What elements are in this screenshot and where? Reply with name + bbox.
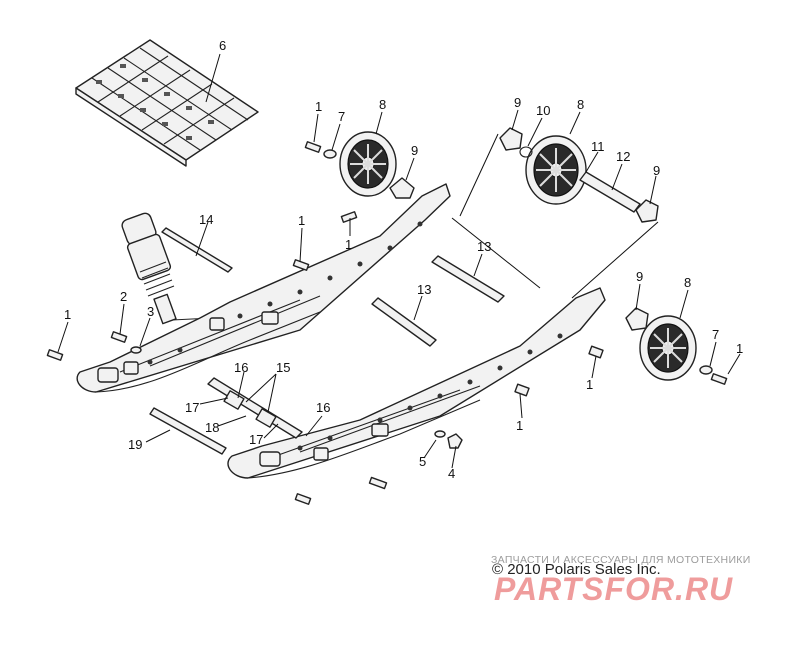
- track-assembly: [75, 39, 259, 167]
- callout: 6: [219, 38, 226, 53]
- callout: 9: [636, 269, 643, 284]
- callout: 3: [147, 304, 154, 319]
- callout: 16: [234, 360, 248, 375]
- callout: 15: [276, 360, 290, 375]
- bolts: [46, 141, 728, 505]
- callout: 17: [249, 432, 263, 447]
- bushing-9a: [389, 177, 415, 199]
- bushing-9d: [625, 307, 649, 331]
- callout: 18: [205, 420, 219, 435]
- callout: 1: [345, 237, 352, 252]
- callout: 4: [448, 466, 455, 481]
- callout: 1: [315, 99, 322, 114]
- callout: 16: [316, 400, 330, 415]
- washer-10: [519, 146, 533, 158]
- callout: 8: [379, 97, 386, 112]
- watermark-logo: PARTSFOR.RU: [494, 571, 734, 607]
- callout: 13: [477, 239, 491, 254]
- copyright-text: © 2010 Polaris Sales Inc.: [492, 561, 661, 578]
- idler-wheel-lower-right: [639, 315, 697, 381]
- callout: 19: [128, 437, 142, 452]
- callout: 11: [591, 139, 605, 154]
- callout: 1: [298, 213, 305, 228]
- callout: 10: [536, 103, 550, 118]
- callout: 1: [736, 341, 743, 356]
- callout: 1: [586, 377, 593, 392]
- cross-shaft-19: [149, 407, 227, 455]
- cross-shaft-13-upper: [431, 255, 505, 303]
- callout: 9: [411, 143, 418, 158]
- callout: 2: [120, 289, 127, 304]
- callout: 1: [516, 418, 523, 433]
- callout: 12: [616, 149, 630, 164]
- callout: 9: [514, 95, 521, 110]
- axle-12: [579, 171, 641, 213]
- callout: 5: [419, 454, 426, 469]
- idler-wheel-upper-right: [525, 135, 587, 205]
- bushing-9b: [499, 127, 523, 151]
- washer-7-lower: [699, 365, 713, 375]
- callout: 9: [653, 163, 660, 178]
- callout: 7: [712, 327, 719, 342]
- left-skid-rail: [76, 183, 451, 393]
- callout: 8: [684, 275, 691, 290]
- callout: 1: [64, 307, 71, 322]
- cross-shaft-13-lower: [371, 297, 437, 347]
- leader-lines: [57, 53, 741, 469]
- callout-labels: 6 1 7 8 9 9 10 8 11 12 9 14 1 1 13 13 2 …: [64, 38, 743, 481]
- callout: 17: [185, 400, 199, 415]
- callout: 8: [577, 97, 584, 112]
- callout: 13: [417, 282, 431, 297]
- right-skid-rail: [227, 287, 606, 479]
- watermark-tagline: ЗАПЧАСТИ И АКСЕССУАРЫ ДЛЯ МОТОТЕХНИКИ: [491, 554, 751, 566]
- idler-wheel-upper-left: [339, 131, 397, 197]
- callout: 14: [199, 212, 213, 227]
- callout: 7: [338, 109, 345, 124]
- shaft-rod: [161, 227, 233, 273]
- bushing-9c: [635, 199, 659, 223]
- pivot-shaft-18: [207, 377, 303, 439]
- washer-7-upper: [323, 149, 337, 159]
